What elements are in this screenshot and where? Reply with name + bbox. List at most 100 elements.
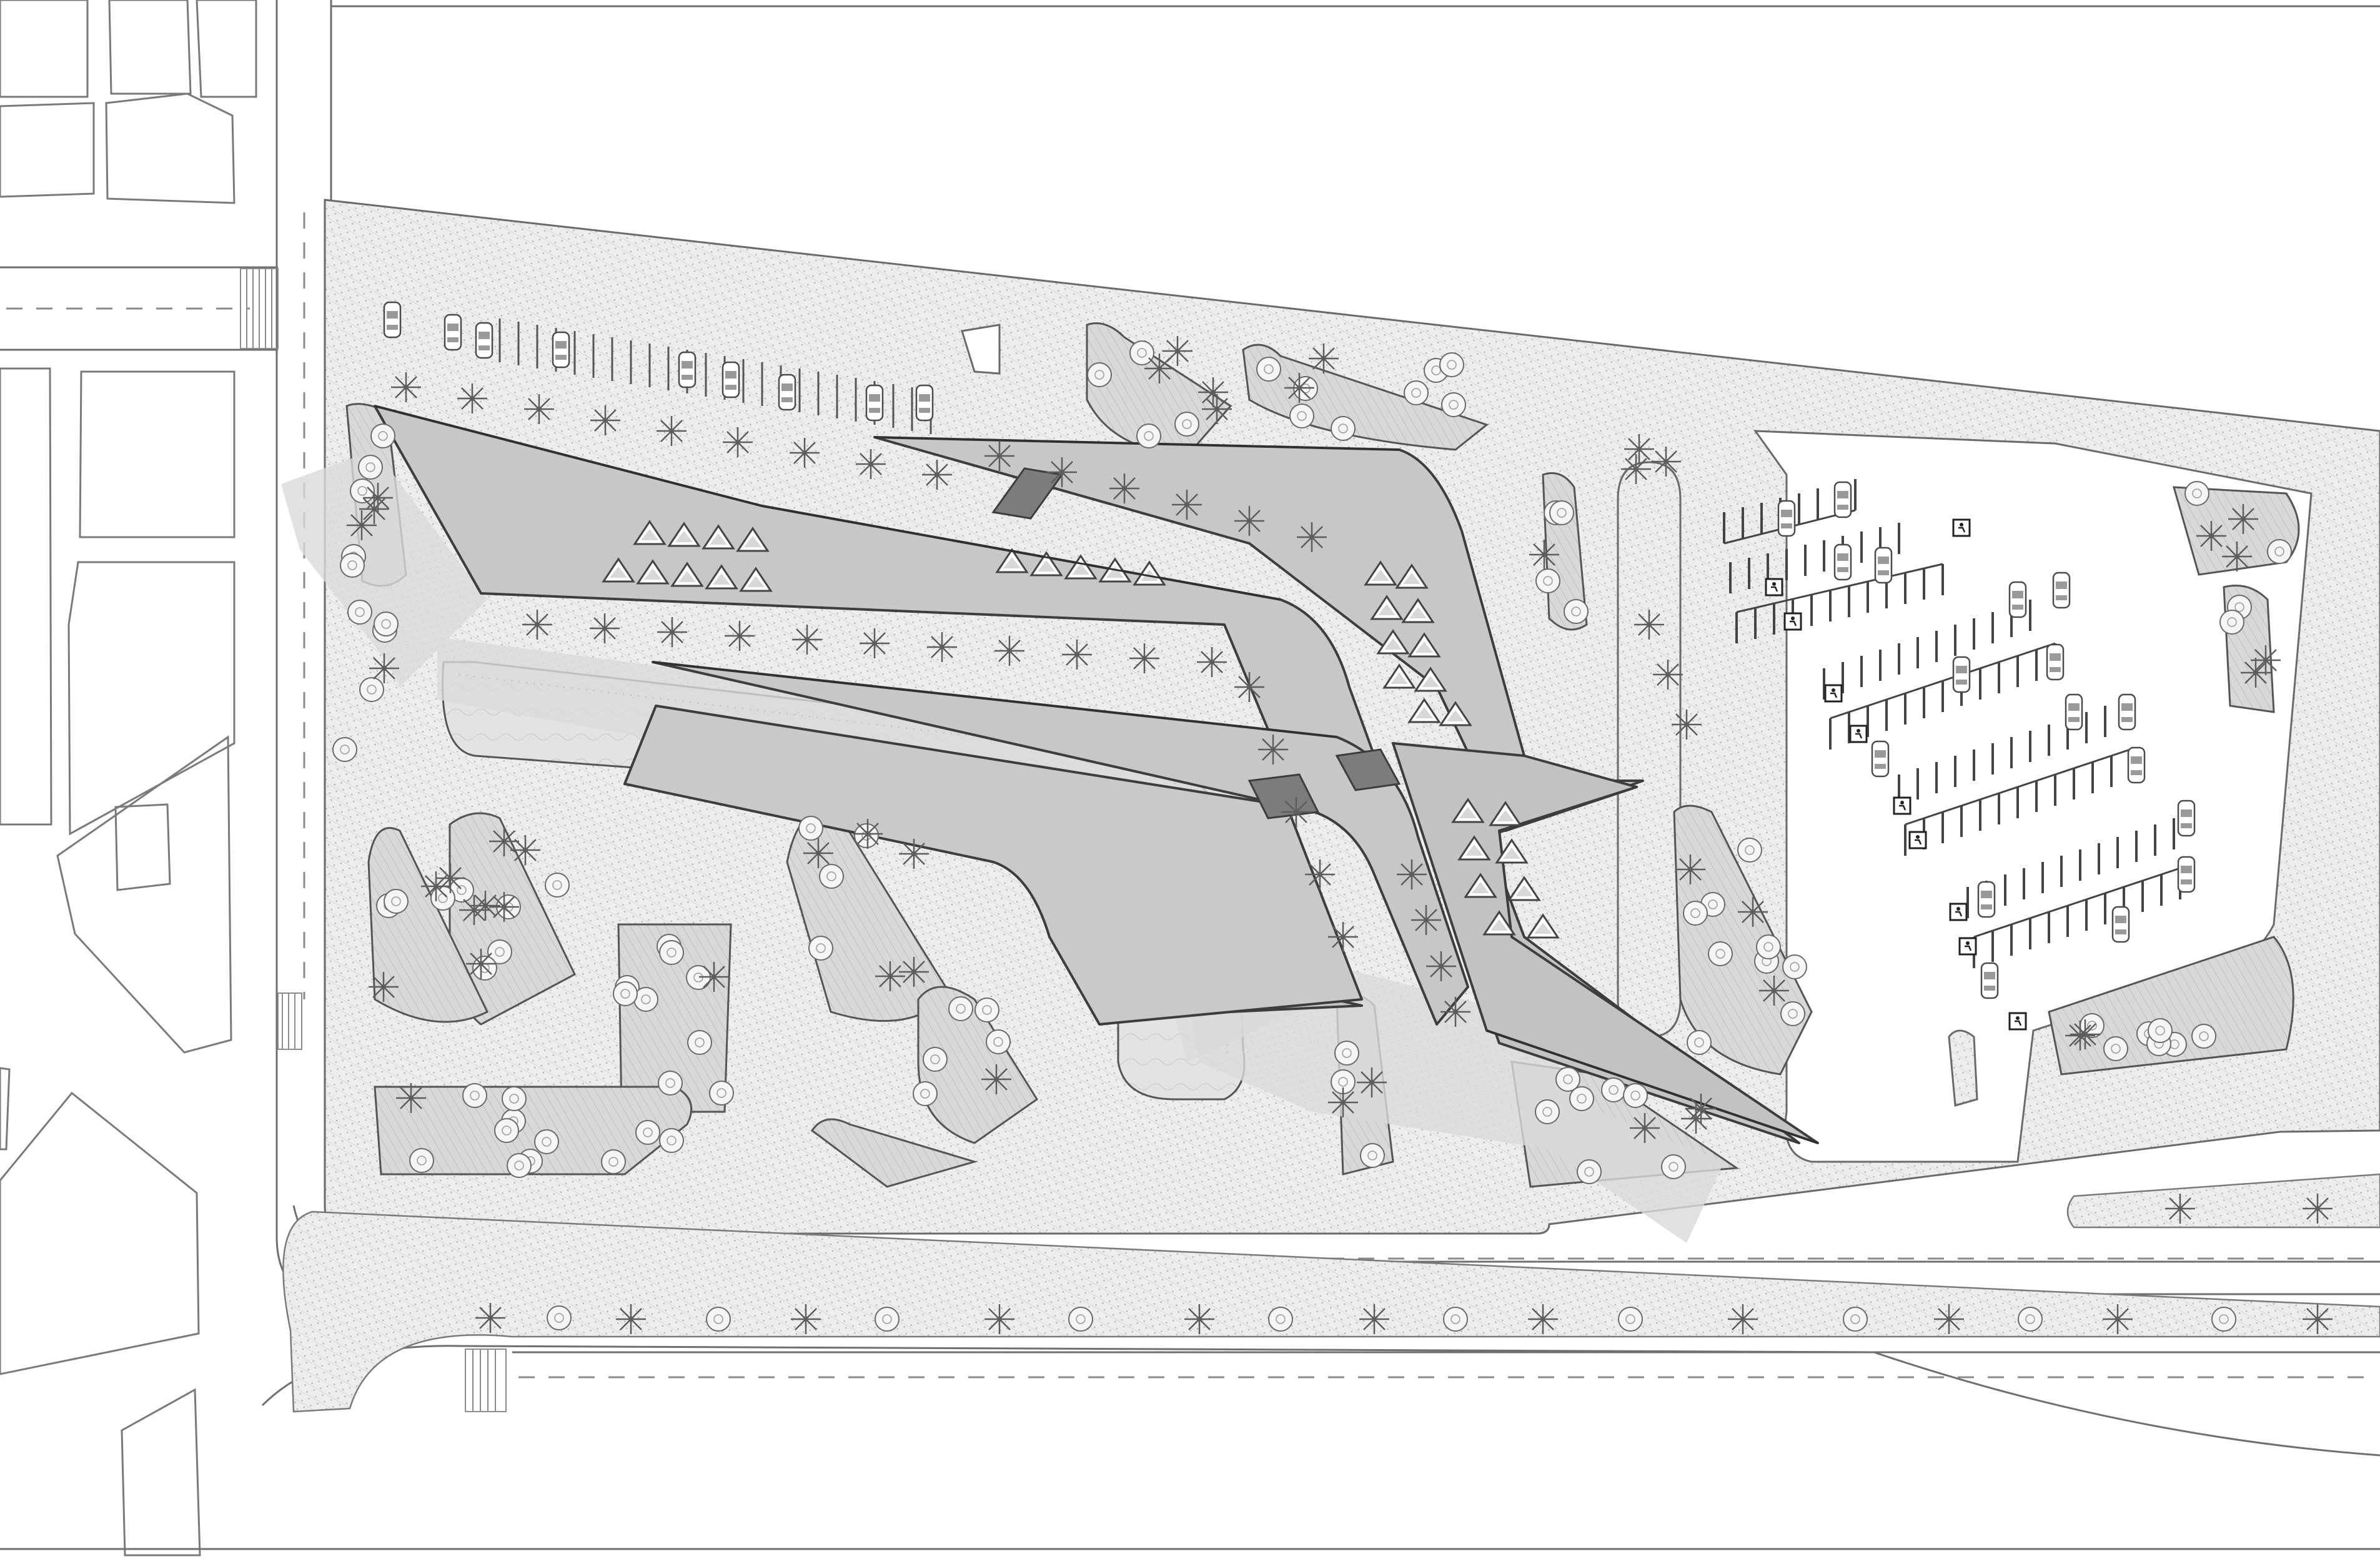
palm-icon [1623, 433, 1655, 465]
palm-icon [1143, 352, 1176, 385]
palm-icon [1629, 1112, 1661, 1144]
palm-icon [2195, 520, 2228, 552]
median-strip [282, 1210, 2380, 1413]
palm-icon [589, 404, 622, 437]
tree-icon [2219, 610, 2244, 635]
palm-icon [1439, 996, 1472, 1028]
palm-icon [434, 862, 467, 894]
tree-icon [502, 1086, 527, 1111]
tree-icon [923, 1047, 948, 1072]
palm-icon [980, 1063, 1013, 1096]
tree-icon [1780, 1001, 1805, 1026]
tree-icon [1577, 1159, 1602, 1184]
tree-icon [1683, 901, 1708, 926]
palm-icon [1652, 658, 1684, 691]
palm-icon [588, 612, 621, 645]
tree-icon [340, 553, 365, 578]
palm-icon [2227, 503, 2259, 535]
tree-icon [1737, 838, 1762, 863]
palm-icon [1171, 488, 1203, 521]
palm-icon [1257, 733, 1289, 766]
palm-icon [1304, 858, 1336, 891]
tree-icon [1441, 392, 1466, 417]
palm-icon [1296, 521, 1328, 553]
palm-icon [1196, 646, 1228, 678]
tree-icon [1756, 934, 1781, 959]
palm-icon [488, 891, 520, 923]
city-blocks [0, 0, 257, 1557]
palm-icon [1670, 708, 1703, 741]
tree-icon [659, 940, 684, 965]
tree-icon [808, 936, 833, 961]
tree-icon [1404, 380, 1429, 405]
palm-icon [2069, 1018, 2101, 1051]
palm-icon [1685, 1092, 1717, 1125]
palm-icon [1233, 505, 1266, 537]
palm-icon [420, 870, 452, 903]
palm-icon [488, 825, 520, 858]
palm-icon [362, 482, 394, 514]
tree-icon [370, 423, 395, 448]
tree-icon [1136, 423, 1161, 448]
tree-icon [384, 889, 409, 914]
palm-icon [874, 960, 906, 992]
palm-icon [698, 961, 730, 993]
tree-icon [1782, 954, 1807, 979]
palm-icon [993, 635, 1026, 667]
palm-icon [458, 894, 490, 926]
palm-icon [1197, 376, 1229, 408]
tree-icon [1569, 1086, 1594, 1111]
palm-icon [509, 834, 542, 866]
palm-icon [1528, 538, 1560, 571]
tree-icon [1687, 1030, 1712, 1055]
tree-icon [709, 1081, 734, 1106]
tree-icon [658, 1071, 683, 1096]
tree-icon [1331, 416, 1356, 441]
palm-icon [1327, 921, 1359, 953]
palm-icon [345, 509, 378, 542]
palm-icon [368, 652, 400, 685]
tree-icon [374, 611, 399, 636]
tree-icon [659, 1128, 684, 1153]
palm-icon [395, 1082, 427, 1114]
palm-icon [2239, 656, 2272, 689]
tree-icon [1535, 568, 1560, 593]
palm-icon [1061, 638, 1093, 671]
palm-icon [1283, 372, 1316, 404]
tree-icon [1334, 1041, 1359, 1066]
tree-icon [798, 816, 823, 841]
tree-icon [358, 455, 383, 480]
tree-icon [462, 1083, 487, 1108]
tree-icon [1360, 1143, 1385, 1168]
tree-icon [1708, 941, 1733, 966]
tree-icon [1129, 340, 1154, 365]
palm-icon [1620, 453, 1652, 485]
palm-icon [465, 948, 497, 980]
tree-icon [1174, 412, 1199, 437]
tree-icon [913, 1081, 938, 1106]
palm-icon [791, 623, 823, 656]
parking-island-lower [1948, 1029, 1978, 1107]
tree-icon [601, 1149, 626, 1174]
palm-icon [858, 627, 891, 660]
median-east [2066, 1173, 2380, 1229]
tree-icon [494, 1118, 519, 1143]
palm-icon [802, 837, 835, 869]
tree-icon [986, 1029, 1011, 1054]
tree-icon [948, 996, 973, 1021]
palm-icon [898, 956, 930, 988]
tree-icon [2267, 539, 2292, 564]
palm-icon [1650, 445, 1682, 478]
palm-icon [1327, 1086, 1359, 1119]
palm-icon [721, 426, 754, 458]
palm-icon [2064, 1019, 2096, 1052]
tree-icon [613, 981, 638, 1006]
palm-icon [390, 371, 422, 403]
building-edges [374, 405, 1818, 1144]
tree-icon [1439, 352, 1464, 377]
palm-icon [1307, 342, 1340, 375]
palm-icon [367, 971, 400, 1003]
palm-icon [1280, 796, 1312, 828]
palm-icon [1425, 950, 1457, 982]
